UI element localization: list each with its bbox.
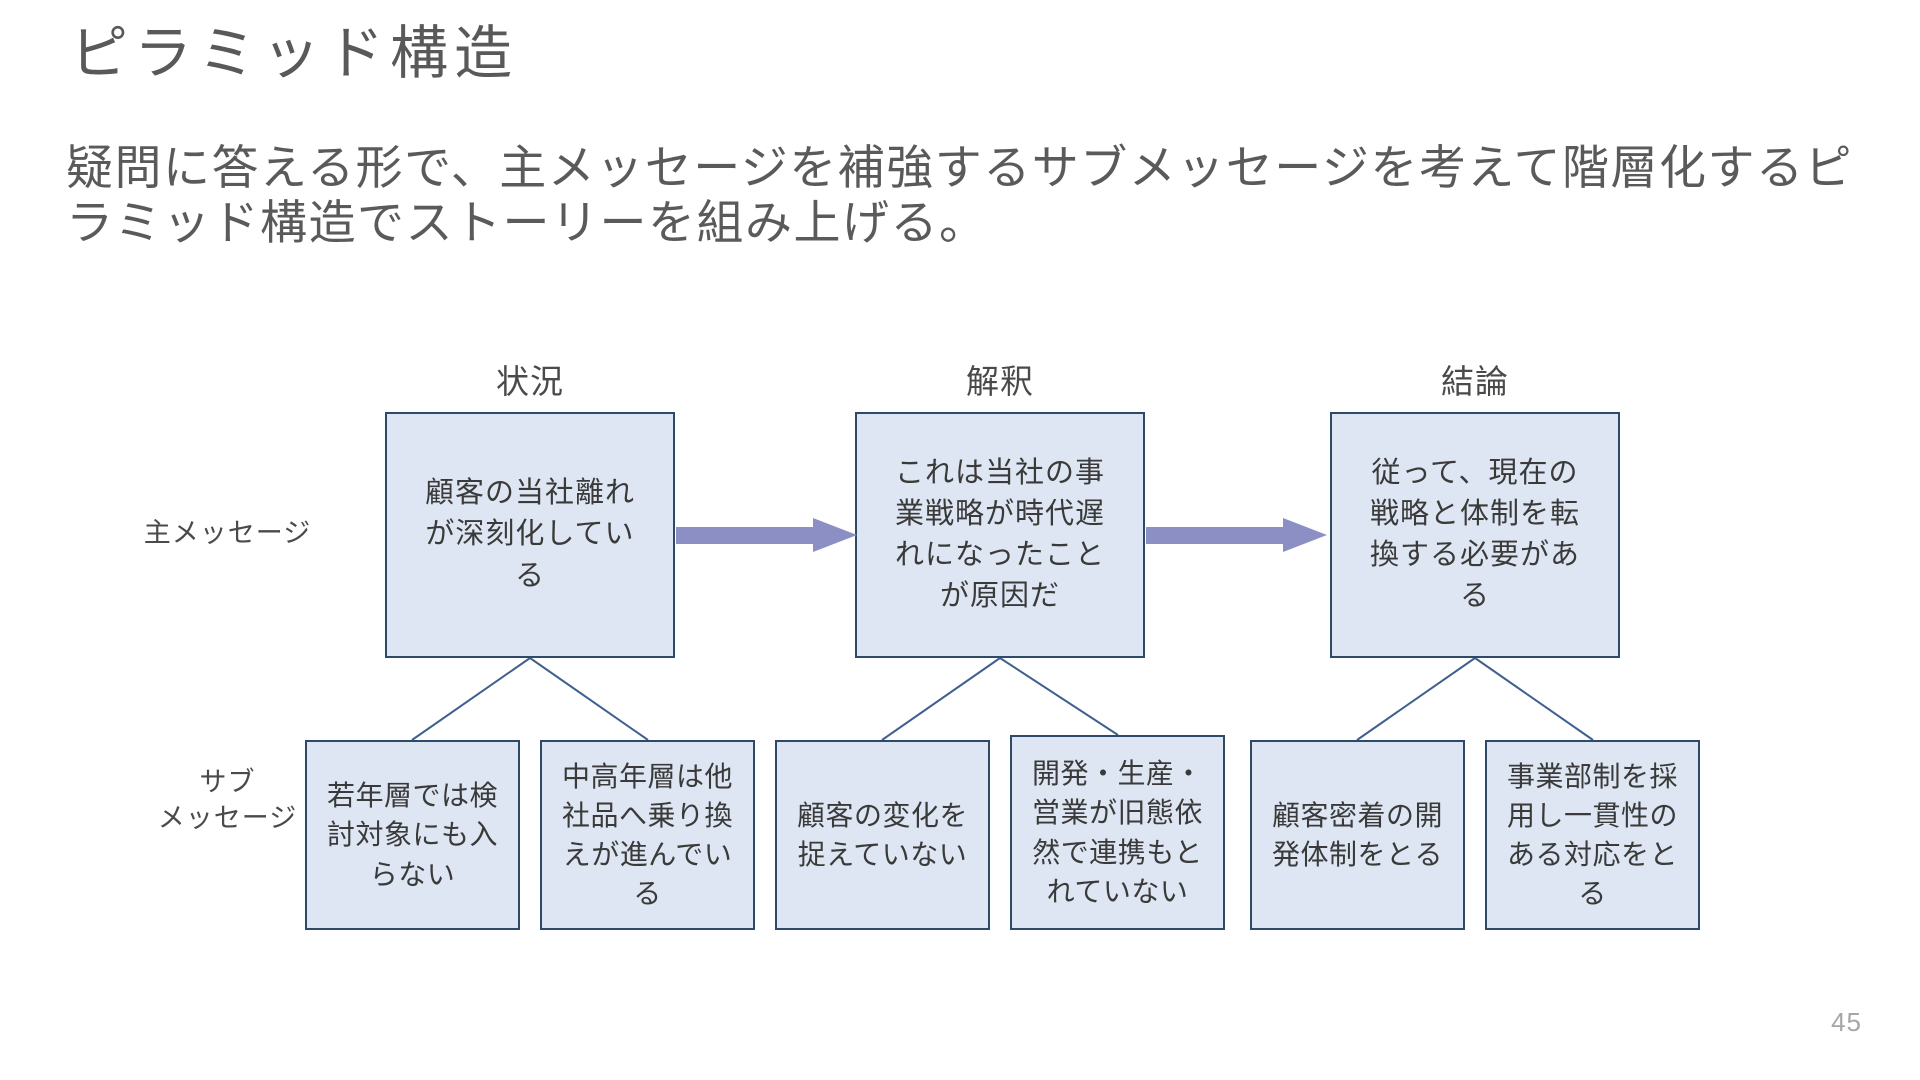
column-header-situation: 状況 <box>496 363 564 400</box>
main-message-text: 顧客の当社離れが深刻化している <box>424 477 635 592</box>
page-title: ピラミッド構造 <box>70 21 519 86</box>
main-message-box-conclusion[interactable]: 従って、現在の戦略と体制を転換する必要がある <box>1330 412 1620 658</box>
column-header-interpretation: 解釈 <box>966 363 1034 400</box>
row-label-main-message: 主メッセージ <box>143 518 312 548</box>
row-label-sub-line2: メッセージ <box>157 802 298 833</box>
connector-line <box>411 657 531 741</box>
sub-message-box[interactable]: 事業部制を採用し一貫性のある対応をとる <box>1485 740 1700 930</box>
sub-message-text: 顧客密着の開発体制をとる <box>1271 799 1443 870</box>
main-message-box-situation[interactable]: 顧客の当社離れが深刻化している <box>385 412 675 658</box>
arrow-head <box>1283 518 1327 552</box>
main-message-text: これは当社の事業戦略が時代遅れになったことが原因だ <box>894 456 1105 613</box>
sub-message-box[interactable]: 中高年層は他社品へ乗り換えが進んでいる <box>540 740 755 930</box>
page-number: 45 <box>1831 1007 1862 1037</box>
column-header-conclusion: 結論 <box>1441 363 1509 400</box>
sub-message-box[interactable]: 若年層では検討対象にも入らない <box>305 740 520 930</box>
sub-message-text: 中高年層は他社品へ乗り換えが進んでいる <box>561 760 733 910</box>
connector-line <box>881 657 1001 741</box>
sub-message-text: 事業部制を採用し一貫性のある対応をとる <box>1506 760 1678 910</box>
sub-message-text: 顧客の変化を捉えていない <box>796 799 968 870</box>
sub-message-box[interactable]: 顧客密着の開発体制をとる <box>1250 740 1465 930</box>
sub-message-box[interactable]: 顧客の変化を捉えていない <box>775 740 990 930</box>
arrow-shaft <box>1146 527 1286 544</box>
connector-line <box>999 657 1119 736</box>
row-label-sub-message: サブ メッセージ <box>95 765 360 836</box>
sub-message-text: 開発・生産・営業が旧態依然で連携もとれていない <box>1031 758 1203 907</box>
arrow-shaft <box>676 527 816 544</box>
arrow-head <box>813 518 857 552</box>
right-arrow-icon <box>1146 518 1327 552</box>
main-message-box-interpretation[interactable]: これは当社の事業戦略が時代遅れになったことが原因だ <box>855 412 1145 658</box>
sub-message-box[interactable]: 開発・生産・営業が旧態依然で連携もとれていない <box>1010 735 1225 930</box>
connector-line <box>1356 657 1476 741</box>
main-message-text: 従って、現在の戦略と体制を転換する必要がある <box>1369 456 1580 613</box>
connector-line <box>1474 657 1594 741</box>
connector-line <box>529 657 649 741</box>
page-subtitle: 疑問に答える形で、主メッセージを補強するサブメッセージを考えて階層化するピラミッ… <box>66 141 1853 250</box>
sub-message-text: 若年層では検討対象にも入らない <box>326 780 498 890</box>
row-label-sub-line1: サブ <box>199 767 256 797</box>
right-arrow-icon <box>676 518 857 552</box>
